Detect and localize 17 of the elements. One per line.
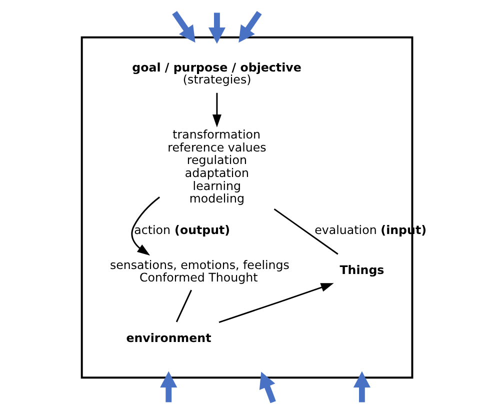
arrow [160, 371, 178, 402]
node-text: Things [340, 263, 384, 278]
arrow [172, 11, 196, 43]
arrow [131, 196, 160, 256]
arrow [238, 11, 262, 43]
arrow [212, 92, 222, 128]
edge-label: action (output) [134, 223, 230, 238]
arrow [259, 372, 276, 404]
arrow [353, 371, 370, 402]
node-text: sensations, emotions, feelings Conformed Thought [110, 258, 290, 285]
node-text: environment [126, 331, 212, 346]
node-text: transformation reference values regulation adaptation learning modeling [168, 128, 266, 206]
connector [274, 208, 338, 255]
node-text: goal / purpose / objective (strategies) [132, 60, 302, 86]
arrow [208, 12, 226, 44]
connector [176, 290, 192, 322]
arrow [218, 283, 334, 324]
